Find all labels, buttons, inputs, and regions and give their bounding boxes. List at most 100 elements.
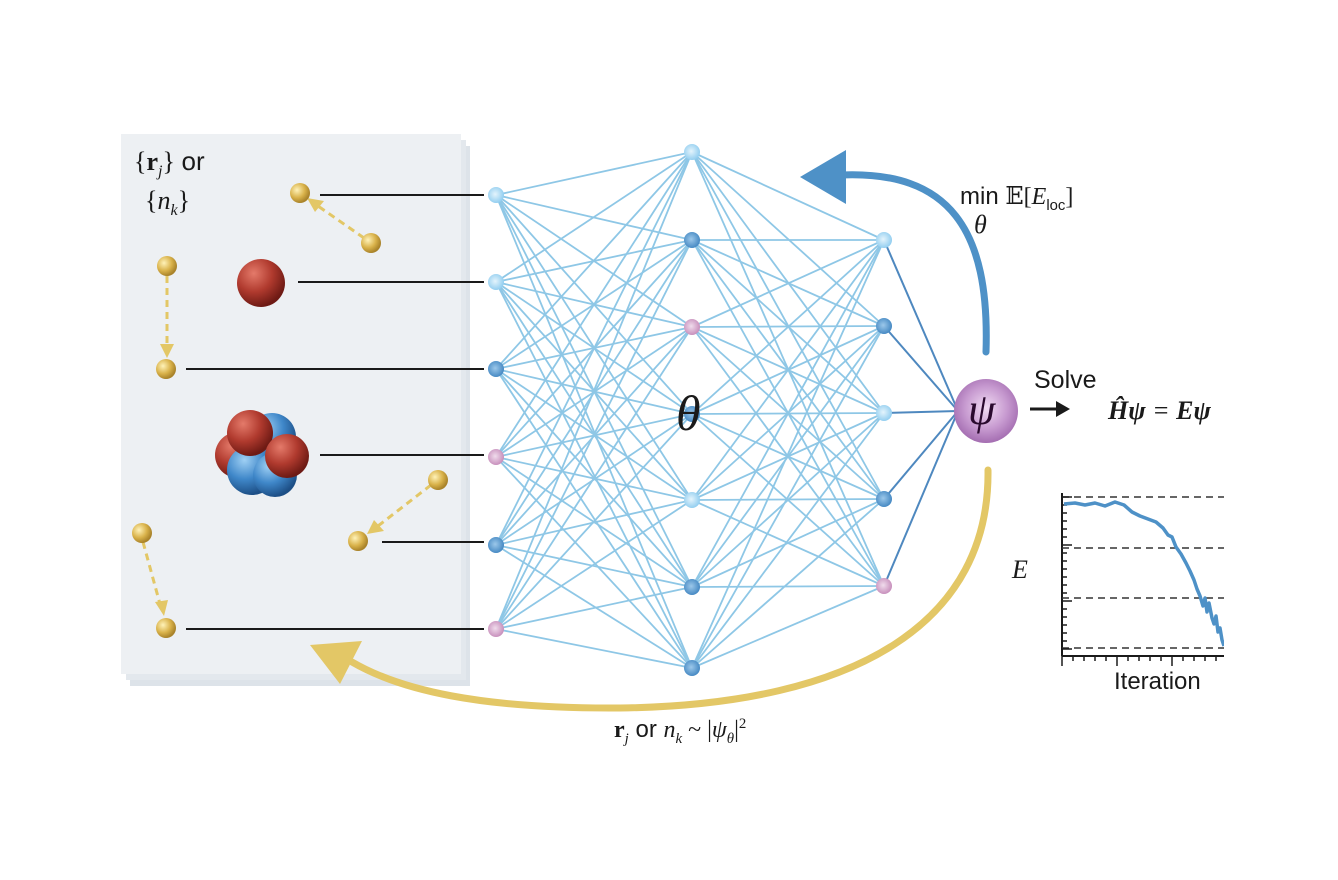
equals-sign: = — [1145, 396, 1177, 425]
network-edge — [495, 151, 693, 370]
network-edge — [691, 585, 885, 669]
network-node — [488, 537, 504, 553]
position-subscript: j — [158, 163, 163, 181]
network-edge — [495, 628, 693, 669]
network-node — [684, 492, 700, 508]
network-edge — [495, 281, 693, 669]
network-edge — [691, 412, 885, 669]
network-node — [876, 405, 892, 421]
energy-symbol: E — [1031, 184, 1047, 210]
network-edge — [691, 239, 885, 415]
network-node — [488, 361, 504, 377]
network-edge — [495, 151, 693, 546]
optimization-arrow — [800, 150, 990, 356]
input-label-positions: {rj} or — [134, 146, 205, 181]
solve-arrow — [1030, 401, 1070, 417]
sample-occupation: n — [663, 717, 676, 743]
network-node — [684, 660, 700, 676]
electron — [428, 470, 448, 490]
network-edge — [495, 456, 693, 669]
sample-position-subscript: j — [624, 730, 629, 747]
electron — [156, 618, 176, 638]
min-word: min — [960, 183, 999, 210]
network-edge — [495, 151, 693, 458]
output-edge — [883, 325, 959, 412]
sampling-label: rj or nk ~ |ψθ|2 — [614, 716, 746, 748]
proton — [237, 259, 285, 307]
network-edge — [495, 151, 693, 283]
electron — [132, 523, 152, 543]
network-edge — [495, 413, 693, 630]
sample-or: or — [628, 716, 664, 743]
network-edge — [495, 499, 693, 630]
psi-label: ψ — [968, 385, 996, 434]
output-edge — [883, 410, 959, 587]
network-node — [684, 144, 700, 160]
network-node — [488, 621, 504, 637]
network-edge — [495, 151, 693, 630]
network-node — [488, 449, 504, 465]
energy-plot — [1061, 493, 1224, 666]
sample-position: r — [614, 717, 625, 743]
network-edge — [691, 239, 885, 669]
solve-label: Solve — [1034, 366, 1097, 394]
energy-term: Eψ — [1176, 396, 1211, 425]
sample-occupation-subscript: k — [675, 730, 683, 747]
expectation-symbol: 𝔼[ — [1005, 184, 1032, 210]
network-nodes — [488, 144, 892, 676]
network-edges — [495, 151, 885, 669]
input-label-occupations: {nk} — [145, 186, 191, 220]
network-edge — [691, 239, 885, 328]
input-connector-lines — [186, 194, 484, 630]
network-parameters-label: θ — [676, 385, 701, 441]
schrodinger-equation: Ĥψ = Eψ — [1108, 396, 1211, 426]
nucleus-cluster — [215, 410, 309, 497]
plot-x-label: Iteration — [1114, 668, 1201, 695]
sampling-arrow — [310, 466, 992, 712]
electron — [361, 233, 381, 253]
psi-node — [954, 379, 1018, 443]
distributed-as: ~ | — [682, 717, 712, 743]
occupation-subscript: k — [170, 202, 178, 220]
output-edge — [883, 410, 959, 500]
network-node — [684, 579, 700, 595]
hamiltonian-term: Ĥψ — [1108, 396, 1146, 425]
network-edge — [691, 325, 885, 588]
energy-curve — [1063, 500, 1224, 647]
optimizer-theta: θ — [974, 210, 987, 239]
network-node — [876, 232, 892, 248]
network-edge — [691, 498, 885, 588]
network-edge — [495, 239, 693, 630]
network-edge — [495, 586, 693, 630]
sample-psi: ψ — [711, 717, 727, 743]
network-node — [876, 578, 892, 594]
bracket-close: ] — [1065, 184, 1074, 210]
squared: 2 — [738, 716, 747, 732]
optimizer-label: min 𝔼[Eloc] — [960, 182, 1073, 214]
network-node — [876, 318, 892, 334]
network-edge — [691, 498, 885, 669]
network-edge — [495, 194, 693, 669]
sample-psi-subscript: θ — [726, 730, 735, 747]
or-word: or — [181, 146, 205, 176]
network-edge — [495, 151, 693, 196]
network-node — [684, 319, 700, 335]
network-edge — [691, 151, 885, 241]
electron — [157, 256, 177, 276]
network-edge — [691, 239, 885, 588]
electron — [348, 531, 368, 551]
network-node — [488, 274, 504, 290]
electron — [290, 183, 310, 203]
input-panel — [121, 134, 470, 686]
output-edge — [883, 239, 959, 412]
network-edge — [495, 368, 693, 669]
output-edges — [883, 239, 959, 587]
network-edge — [691, 412, 885, 588]
network-edge — [691, 239, 885, 501]
electron — [156, 359, 176, 379]
position-symbol: r — [146, 147, 159, 176]
network-edge — [495, 326, 693, 630]
occupation-symbol: n — [157, 186, 171, 215]
local-subscript: loc — [1046, 197, 1066, 214]
